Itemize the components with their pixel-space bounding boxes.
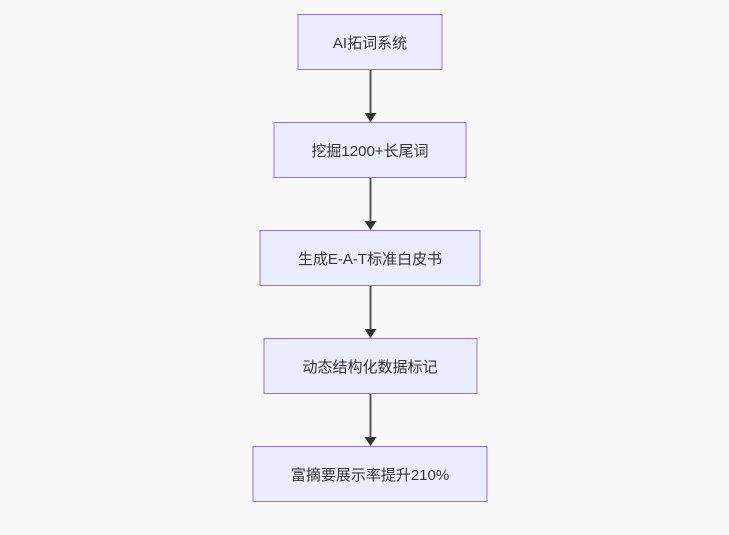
flow-node-longtail-mining: 挖掘1200+长尾词 (273, 122, 467, 178)
flowchart: AI拓词系统 挖掘1200+长尾词 生成E-A-T标准白皮书 动态结构化数据标记 (252, 14, 488, 502)
flow-arrow-4-5 (364, 394, 376, 446)
arrow-line (369, 394, 371, 437)
arrow-line (369, 70, 371, 113)
flow-arrow-1-2 (364, 70, 376, 122)
flow-node-label: 动态结构化数据标记 (302, 358, 438, 376)
flow-node-eat-whitepaper: 生成E-A-T标准白皮书 (259, 230, 481, 286)
arrow-head-icon (364, 329, 376, 338)
flow-node-label: 富摘要展示率提升210% (290, 466, 450, 484)
arrow-head-icon (364, 221, 376, 230)
arrow-head-icon (364, 437, 376, 446)
flow-node-rich-snippet-result: 富摘要展示率提升210% (252, 446, 488, 502)
arrow-line (369, 286, 371, 329)
arrow-head-icon (364, 113, 376, 122)
flow-node-structured-data-markup: 动态结构化数据标记 (263, 338, 477, 394)
flow-node-label: 挖掘1200+长尾词 (311, 142, 429, 160)
flow-node-label: AI拓词系统 (332, 34, 408, 52)
flow-arrow-3-4 (364, 286, 376, 338)
arrow-line (369, 178, 371, 221)
flow-node-ai-keyword-system: AI拓词系统 (297, 14, 443, 70)
flow-arrow-2-3 (364, 178, 376, 230)
flow-node-label: 生成E-A-T标准白皮书 (297, 250, 443, 268)
